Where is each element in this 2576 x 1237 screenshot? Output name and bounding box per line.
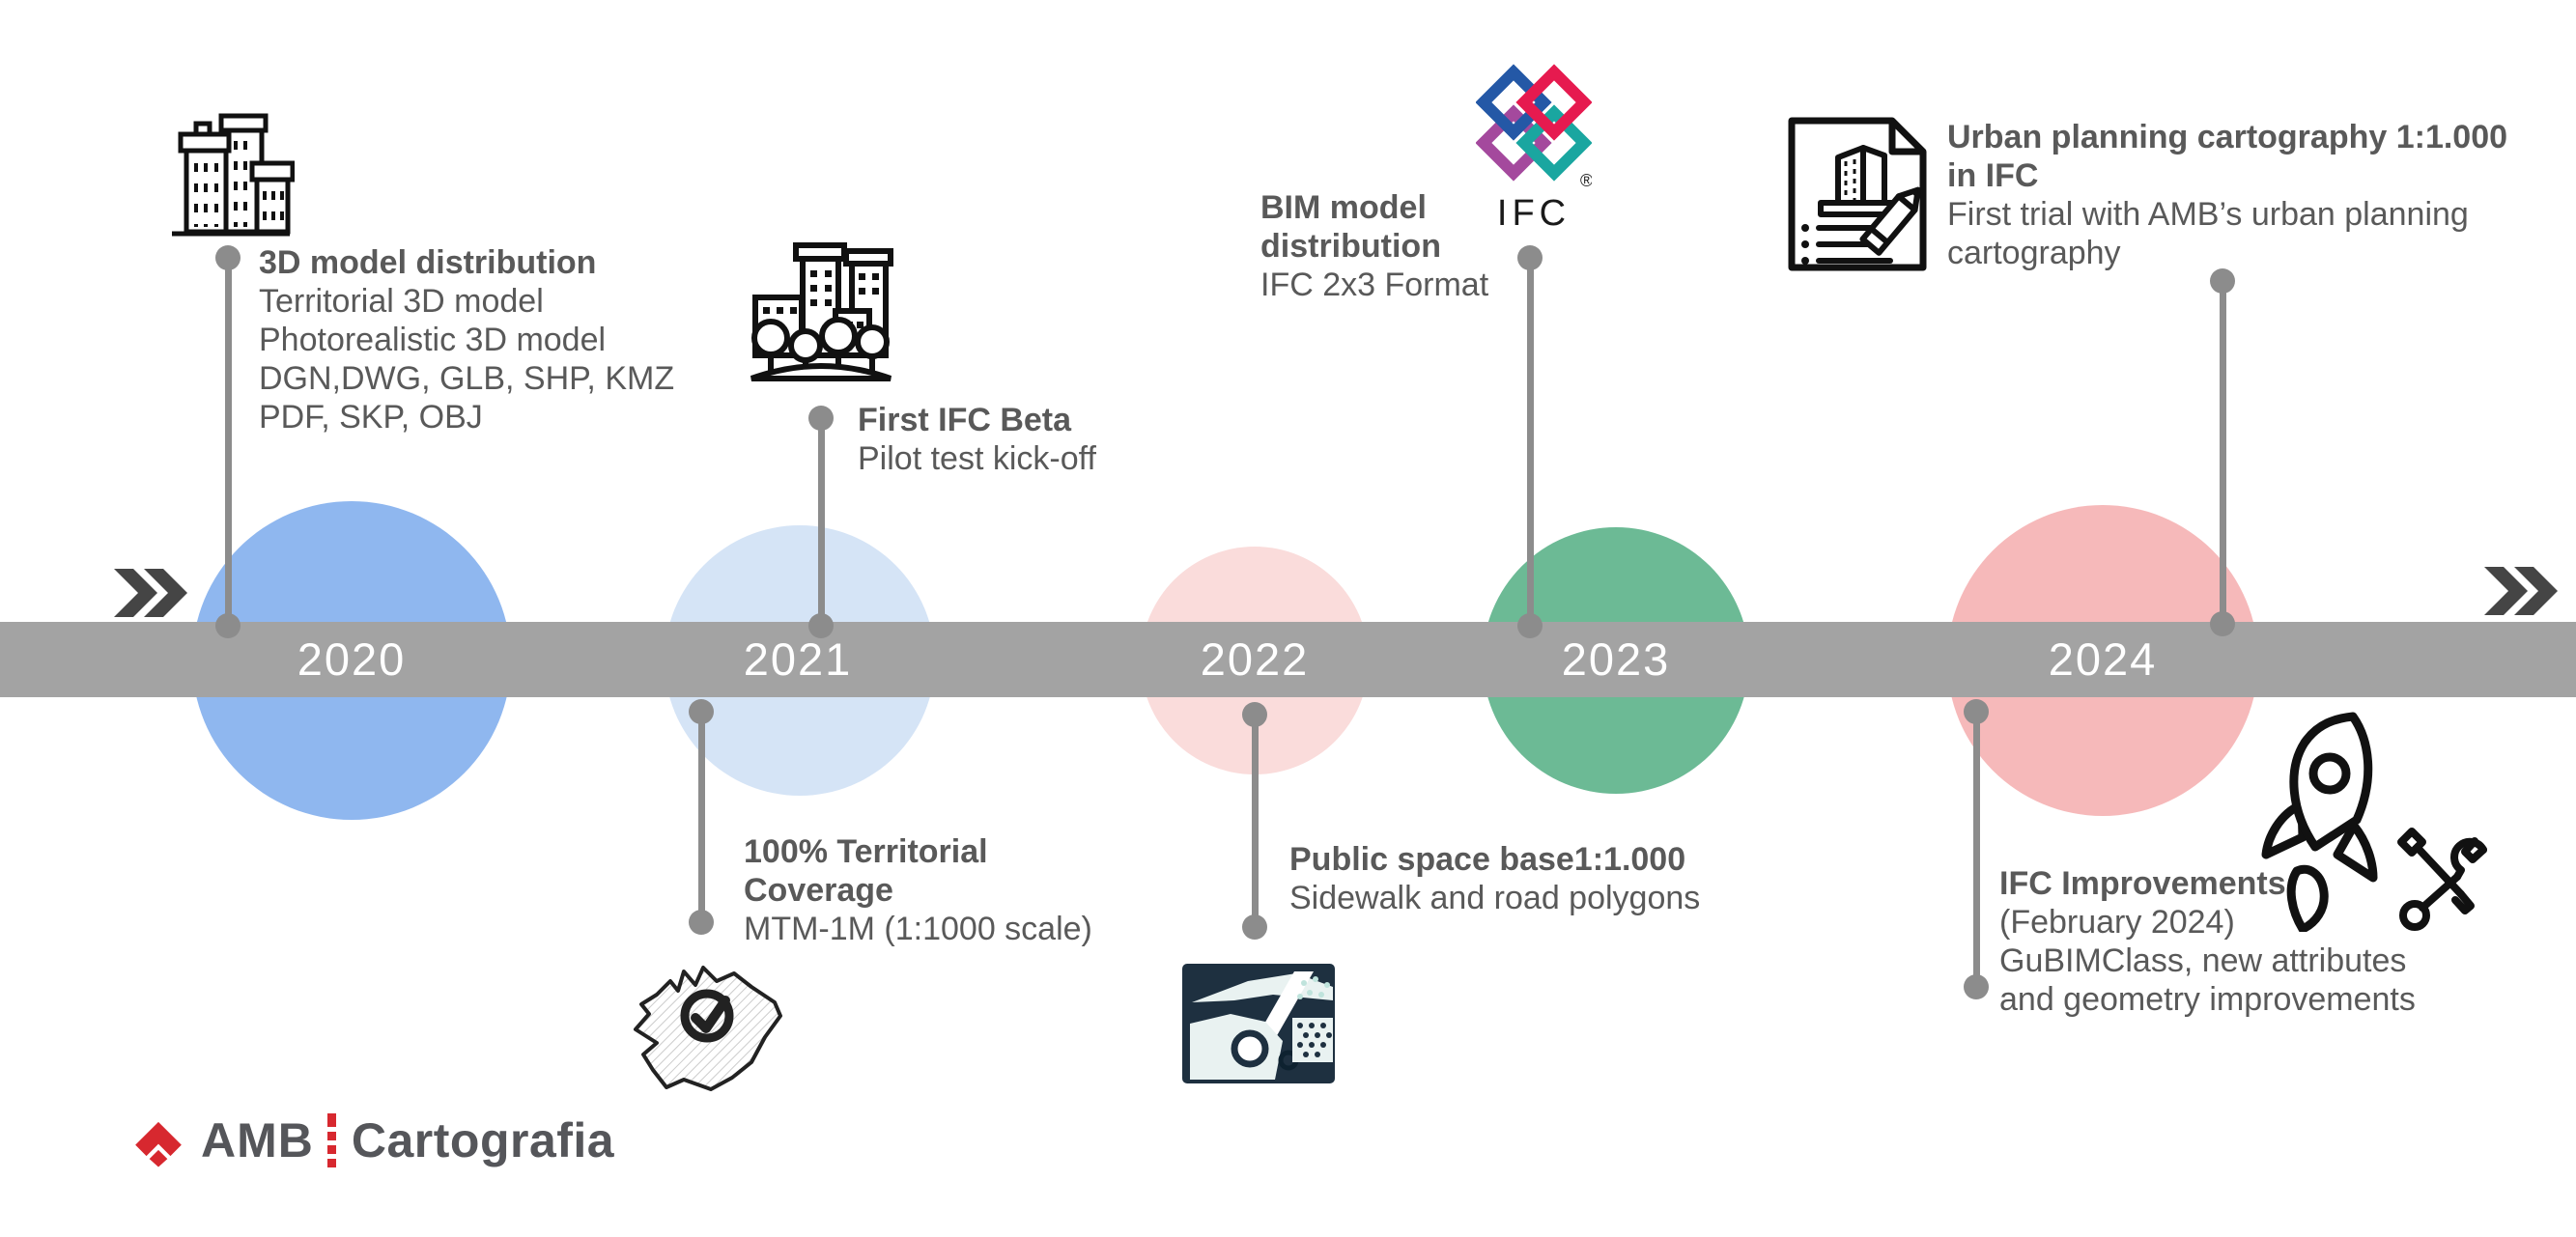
milestone-title: BIM model [1260, 189, 1427, 226]
document-pencil-icon [1788, 117, 1927, 271]
connector-dot [808, 613, 834, 638]
connector-line-2024-bottom [1973, 712, 1980, 987]
connector-dot [1964, 699, 1989, 724]
milestone-2020-text: 3D model distribution Territorial 3D mod… [259, 243, 674, 436]
milestone-body-line: Territorial 3D model [259, 283, 544, 320]
connector-dot [689, 910, 714, 935]
milestone-title: in IFC [1947, 157, 2039, 194]
milestone-body-line: Pilot test kick-off [858, 440, 1096, 477]
milestone-body-line: IFC 2x3 Format [1260, 267, 1489, 303]
double-chevron-right-icon [114, 569, 187, 617]
double-chevron-right-icon [2484, 567, 2558, 615]
logo-separator-dots [326, 1113, 336, 1167]
milestone-body-line: cartography [1947, 235, 2121, 271]
milestone-2024-bottom-text: IFC Improvements (February 2024) GuBIMCl… [1999, 864, 2416, 1019]
ifc-logo-label: IFC [1496, 193, 1571, 234]
connector-dot [1517, 245, 1543, 270]
connector-dot [1517, 613, 1543, 638]
connector-line-2023 [1527, 258, 1534, 626]
milestone-title: 3D model distribution [259, 244, 597, 281]
connector-dot [1964, 974, 1989, 999]
amb-brand-text: AMB [201, 1113, 314, 1167]
connector-dot [215, 245, 241, 270]
cartografia-text: Cartografia [351, 1113, 615, 1167]
milestone-2021-top-text: First IFC Beta Pilot test kick-off [858, 401, 1096, 478]
connector-dot [215, 613, 241, 638]
tools-icon [2397, 828, 2487, 931]
connector-line-2020 [225, 258, 232, 626]
milestone-2021-bottom-text: 100% Territorial Coverage MTM-1M (1:1000… [744, 832, 1092, 948]
connector-dot [2210, 611, 2235, 636]
connector-line-2022-bottom [1252, 715, 1259, 927]
milestone-title: 100% Territorial [744, 833, 988, 870]
connector-line-2021-bottom [698, 712, 705, 922]
year-label-2020: 2020 [297, 633, 407, 685]
territory-check-map-icon [634, 966, 782, 1091]
public-space-map-thumbnail [1182, 964, 1335, 1083]
rocket-icon [2261, 712, 2378, 932]
year-label-2024: 2024 [2048, 633, 2158, 685]
milestone-body-line: Sidewalk and road polygons [1289, 880, 1701, 916]
milestone-body-line: Photorealistic 3D model [259, 322, 607, 358]
milestone-2022-bottom-text: Public space base1:1.000 Sidewalk and ro… [1289, 840, 1700, 917]
milestone-body-line: DGN,DWG, GLB, SHP, KMZ [259, 360, 675, 397]
year-label-2023: 2023 [1561, 633, 1671, 685]
year-label-2021: 2021 [743, 633, 853, 685]
ifc-logo: ® IFC [1475, 63, 1593, 234]
milestone-body-line: and geometry improvements [1999, 981, 2416, 1018]
connector-line-2024-top [2220, 281, 2226, 624]
milestone-title: Urban planning cartography 1:1.000 [1947, 119, 2508, 155]
milestone-title: Public space base1:1.000 [1289, 841, 1686, 878]
milestone-title: Coverage [744, 872, 893, 909]
milestone-title: First IFC Beta [858, 402, 1072, 438]
amb-cartografia-logo: AMB Cartografia [131, 1107, 614, 1174]
buildings-icon [172, 113, 295, 237]
city-trees-icon [750, 242, 893, 381]
milestone-title: distribution [1260, 228, 1441, 265]
amb-mark-icon [135, 1121, 182, 1167]
connector-line-2021-top [818, 418, 825, 626]
connector-dot [808, 406, 834, 431]
milestone-2024-top-text: Urban planning cartography 1:1.000 in IF… [1947, 118, 2527, 272]
timeline-band [0, 622, 2576, 697]
milestone-body-line: First trial with AMB’s urban planning [1947, 196, 2469, 233]
milestone-2023-text: BIM model distribution IFC 2x3 Format [1260, 188, 1488, 304]
connector-dot [1242, 914, 1267, 940]
connector-dot [689, 699, 714, 724]
milestone-body-line: (February 2024) [1999, 904, 2235, 941]
registered-mark: ® [1580, 171, 1592, 188]
year-label-2022: 2022 [1200, 633, 1310, 685]
connector-dot [2210, 268, 2235, 294]
milestone-body-line: MTM-1M (1:1000 scale) [744, 911, 1092, 947]
ifc-interlocked-diamonds-icon: ® [1475, 64, 1593, 190]
milestone-body-line: PDF, SKP, OBJ [259, 399, 483, 436]
milestone-title: IFC Improvements [1999, 865, 2286, 902]
milestone-body-line: GuBIMClass, new attributes [1999, 942, 2407, 979]
connector-dot [1242, 702, 1267, 727]
